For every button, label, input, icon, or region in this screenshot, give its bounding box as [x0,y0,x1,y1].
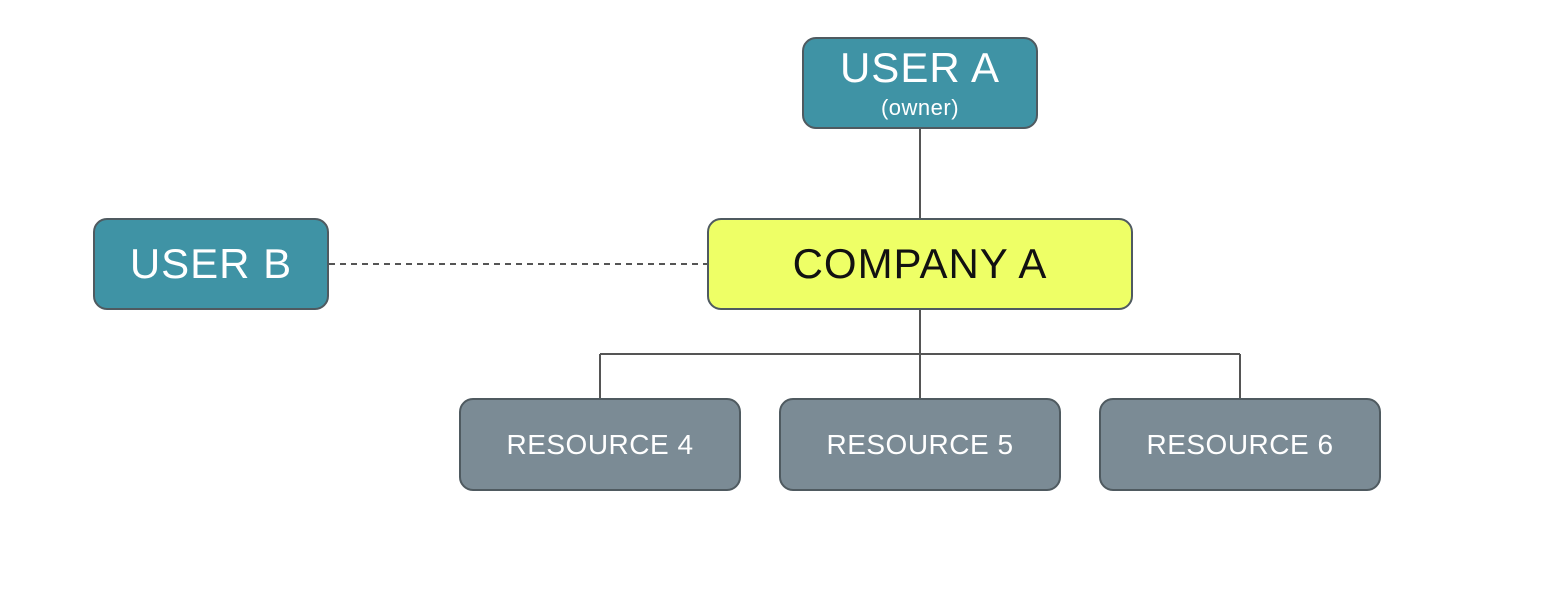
resource-4-node: RESOURCE 4 [459,398,741,491]
user-a-label: USER A [839,44,1001,91]
user-a-node: USER A (owner) [802,37,1038,129]
user-a-sublabel: (owner) [880,95,960,120]
resource-6-label: RESOURCE 6 [1146,428,1334,460]
company-a-node: COMPANY A [707,218,1133,310]
resource-6-node: RESOURCE 6 [1099,398,1381,491]
resource-5-node: RESOURCE 5 [779,398,1061,491]
company-a-label: COMPANY A [792,240,1048,287]
user-b-label: USER B [129,240,293,287]
user-b-node: USER B [93,218,329,310]
resource-4-label: RESOURCE 4 [506,428,694,460]
resource-5-label: RESOURCE 5 [826,428,1014,460]
